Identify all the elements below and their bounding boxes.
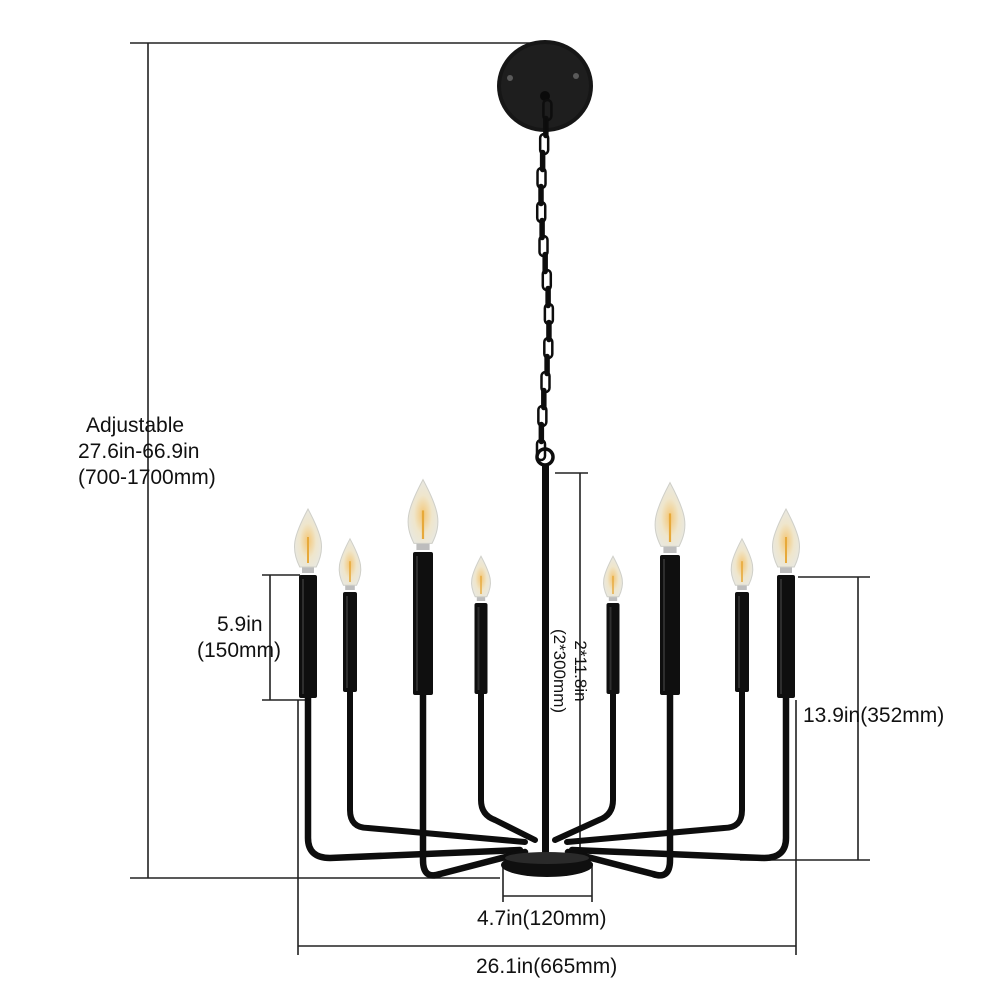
candle-arms	[304, 687, 790, 879]
chain-link	[544, 353, 550, 377]
arm-height-inches: 5.9in	[217, 613, 263, 636]
adjustable-height-mm: (700-1700mm)	[78, 466, 216, 489]
rod-length-label: 2*11.8in (2*300mm)	[549, 606, 591, 736]
bulb-base	[737, 585, 747, 590]
chain-link	[545, 285, 551, 309]
bulb-base	[345, 585, 355, 590]
base-width-label: 4.7in(120mm)	[477, 907, 607, 930]
candle-sleeve	[343, 592, 357, 692]
sleeve-highlight	[609, 607, 612, 690]
chain-link	[538, 183, 544, 207]
chain-link	[539, 149, 546, 173]
chain-link	[539, 217, 545, 241]
sleeve-highlight	[663, 559, 665, 691]
sleeve-highlight	[346, 596, 348, 688]
sleeve-highlight	[738, 596, 740, 688]
candle-sleeve	[606, 603, 620, 694]
bulb-base	[302, 567, 314, 573]
candle-sleeve	[474, 603, 488, 694]
bulb-base	[663, 546, 677, 553]
ceiling-canopy	[497, 40, 593, 132]
overall-width-dimension	[297, 700, 797, 955]
sleeve-highlight	[477, 607, 480, 690]
chain-link	[543, 115, 549, 139]
overall-height-dimension	[130, 42, 545, 879]
candle-sleeves	[294, 478, 800, 698]
candle-sleeve	[299, 575, 317, 698]
overall-width-label: 26.1in(665mm)	[476, 955, 618, 978]
body-height-label: 13.9in(352mm)	[803, 704, 945, 727]
candle-sleeve	[777, 575, 795, 698]
chain-link	[542, 251, 548, 275]
sleeve-highlight	[416, 556, 418, 691]
arm-height-dimension	[262, 574, 310, 701]
bulb-base	[608, 596, 618, 601]
candle-sleeve	[735, 592, 749, 692]
chain-link	[546, 319, 552, 343]
center-rod	[535, 447, 555, 860]
adjustable-height-label: Adjustable 27.6in-66.9in (700-1700mm)	[78, 413, 216, 491]
base-width-dimension	[502, 863, 593, 902]
chain-link	[538, 421, 545, 445]
rod-length-mm: (2*300mm)	[550, 628, 569, 714]
hanging-chain	[535, 98, 555, 462]
bulb-base	[780, 567, 792, 573]
arm-height-label: 5.9in (150mm)	[197, 612, 297, 664]
bulb-base	[476, 596, 486, 601]
rod-length-inches: 2*11.8in	[571, 640, 590, 702]
sleeve-highlight	[780, 579, 782, 694]
center-base	[501, 852, 593, 877]
bulb-base	[416, 543, 430, 550]
adjustable-height-title: Adjustable	[86, 414, 185, 437]
adjustable-height-inches: 27.6in-66.9in	[78, 440, 200, 463]
chain-link	[541, 387, 547, 411]
arm-height-mm: (150mm)	[197, 639, 282, 662]
sleeve-highlight	[302, 579, 304, 694]
